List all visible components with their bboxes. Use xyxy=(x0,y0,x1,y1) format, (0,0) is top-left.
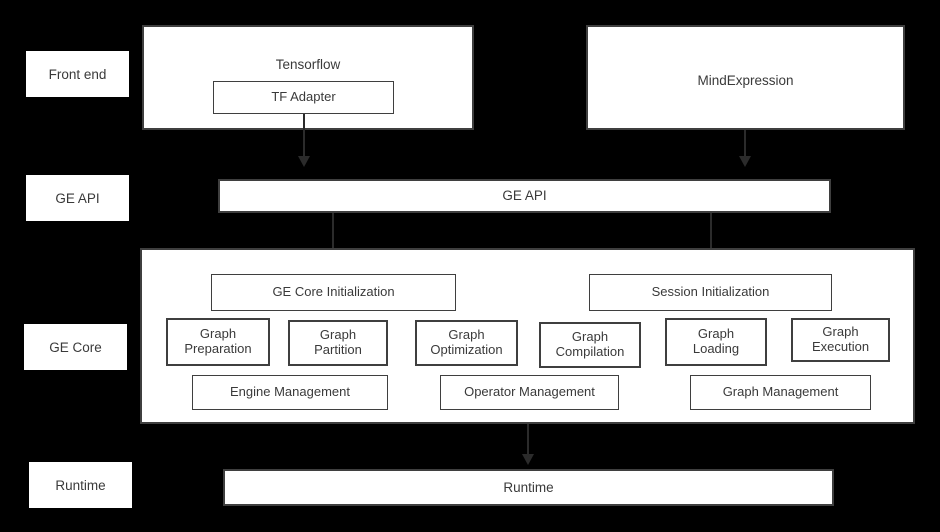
layer-label-front-end: Front end xyxy=(26,51,129,97)
operator-management-box[interactable]: Operator Management xyxy=(440,375,619,410)
runtime-bar[interactable]: Runtime xyxy=(223,469,834,506)
ge-core-initialization-box[interactable]: GE Core Initialization xyxy=(211,274,456,311)
graph-loading-box[interactable]: Graph Loading xyxy=(665,318,767,366)
tensorflow-label: Tensorflow xyxy=(275,57,341,72)
graph-management-box[interactable]: Graph Management xyxy=(690,375,871,410)
connector-mindexpression-to-ge-api-head xyxy=(739,156,751,167)
layer-label-runtime: Runtime xyxy=(29,462,132,508)
mindexpression-panel[interactable]: MindExpression xyxy=(586,25,905,130)
ge-api-bar[interactable]: GE API xyxy=(218,179,831,213)
connector-mindexpression-to-ge-api-line xyxy=(744,130,746,158)
graph-preparation-box[interactable]: Graph Preparation xyxy=(166,318,270,366)
tf-adapter-box[interactable]: TF Adapter xyxy=(213,81,394,114)
connector-ge-core-to-runtime-line xyxy=(527,424,529,456)
graph-execution-box[interactable]: Graph Execution xyxy=(791,318,890,362)
tensorflow-panel[interactable]: Tensorflow xyxy=(142,25,474,130)
graph-optimization-box[interactable]: Graph Optimization xyxy=(415,320,518,366)
graph-compilation-box[interactable]: Graph Compilation xyxy=(539,322,641,368)
connector-ge-core-to-runtime-head xyxy=(522,454,534,465)
connector-tf-adapter-to-ge-api-line xyxy=(303,114,305,158)
engine-management-box[interactable]: Engine Management xyxy=(192,375,388,410)
connector-ge-api-to-ge-core-init-line xyxy=(332,213,334,261)
connector-ge-api-to-session-init-line xyxy=(710,213,712,261)
graph-partition-box[interactable]: Graph Partition xyxy=(288,320,388,366)
session-initialization-box[interactable]: Session Initialization xyxy=(589,274,832,311)
mindexpression-label: MindExpression xyxy=(697,73,794,88)
connector-tf-adapter-to-ge-api-head xyxy=(298,156,310,167)
layer-label-ge-api: GE API xyxy=(26,175,129,221)
layer-label-ge-core: GE Core xyxy=(24,324,127,370)
